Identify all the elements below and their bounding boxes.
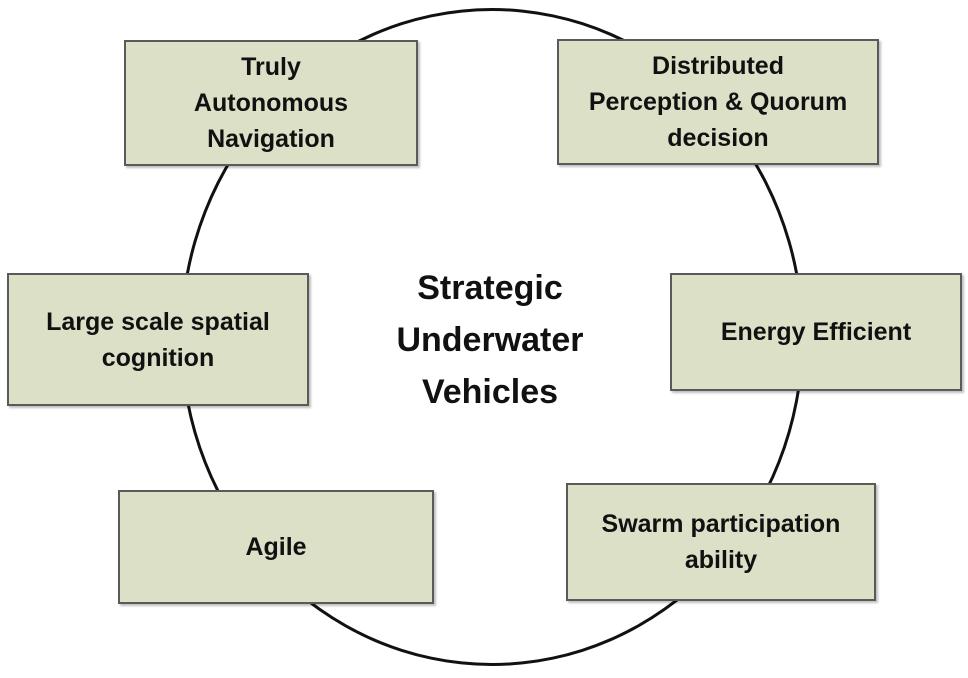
- box-label: Large scale spatial cognition: [46, 307, 270, 372]
- box-truly-autonomous-navigation: Truly Autonomous Navigation: [124, 40, 418, 166]
- box-large-scale-spatial-cognition: Large scale spatial cognition: [7, 273, 309, 406]
- box-label: Agile: [245, 533, 307, 561]
- center-title: Strategic Underwater Vehicles: [396, 269, 584, 411]
- box-label: Distributed Perception & Quorum decision: [588, 52, 848, 152]
- box-swarm-participation: Swarm participation ability: [566, 483, 876, 601]
- box-distributed-perception: Distributed Perception & Quorum decision: [557, 39, 879, 165]
- box-energy-efficient: Energy Efficient: [670, 273, 962, 391]
- box-agile: Agile: [118, 490, 434, 604]
- box-label: Energy Efficient: [720, 318, 912, 346]
- box-label: Truly Autonomous Navigation: [193, 53, 349, 153]
- box-label: Swarm participation ability: [601, 510, 841, 574]
